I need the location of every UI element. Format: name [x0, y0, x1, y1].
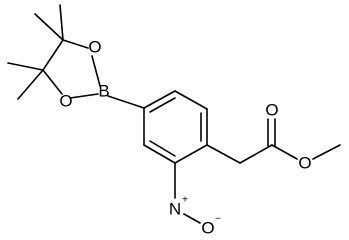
atom-carbonyl-oxygen: O	[265, 101, 278, 120]
charge-nitrogen-plus: +	[182, 195, 188, 206]
atom-ring-oxygen-bottom: O	[59, 92, 72, 111]
bond-c-o-bottom	[42, 69, 63, 95]
atom-nitro-oxygen: O	[201, 219, 214, 238]
ring-bond-1	[143, 90, 176, 109]
atom-nitro-nitrogen: N	[169, 200, 181, 219]
ester-side-chain	[206, 118, 341, 164]
ring-bond-4	[174, 144, 208, 164]
bond-o-bottom-b	[69, 93, 99, 99]
bond-ch2-carbonyl	[239, 144, 273, 164]
bond-b-aryl	[107, 95, 145, 109]
bond-o-methyl	[312, 144, 341, 160]
atom-ester-oxygen: O	[298, 154, 311, 173]
pinacol-ring	[7, 4, 101, 100]
bond-n-o	[183, 213, 201, 224]
atom-boron: B	[98, 82, 109, 101]
ring-double-3	[149, 140, 176, 157]
benzene-ring	[143, 90, 208, 164]
ring-bond-5	[143, 144, 176, 164]
bond-aryl-ch2	[206, 144, 241, 164]
atom-ring-oxygen-top: O	[88, 38, 101, 57]
ring-double-1	[149, 97, 176, 113]
bond-o-top-c	[62, 39, 89, 49]
nitro-group	[174, 162, 201, 224]
bond-carbonyl-o-ester	[271, 144, 298, 160]
bond-c-c-pinacol	[42, 39, 64, 71]
bond-methyl-2	[34, 13, 64, 41]
atom-labels: B O O N + O − O O	[59, 38, 311, 238]
bond-methyl-3	[7, 62, 44, 71]
ring-bond-2	[174, 90, 208, 110]
bond-b-o-top	[91, 55, 101, 87]
bond-methyl-1	[59, 4, 64, 41]
bond-methyl-4	[17, 69, 44, 100]
charge-oxygen-minus: −	[215, 214, 221, 225]
